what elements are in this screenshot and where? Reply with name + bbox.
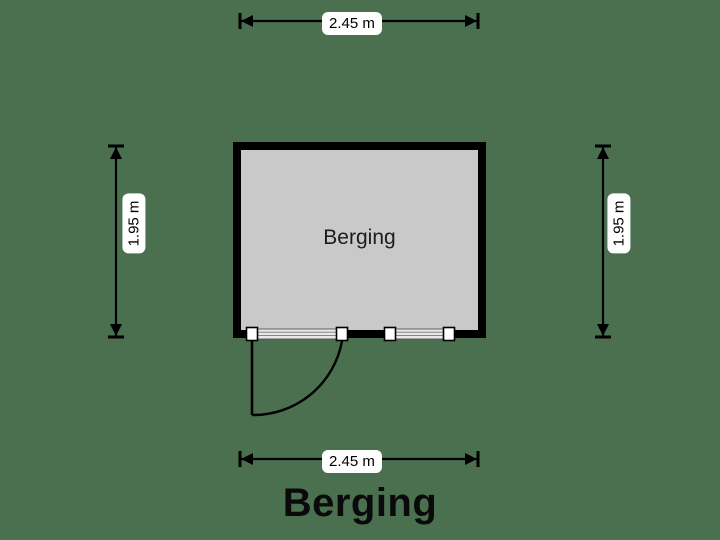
dimension-line-left	[108, 144, 124, 339]
door-bottom-left	[245, 326, 349, 417]
room-label-berging: Berging	[323, 226, 396, 249]
dimension-label-bottom: 2.45 m	[322, 450, 382, 473]
dimension-label-left: 1.95 m	[122, 193, 146, 254]
room-floor-berging	[237, 146, 482, 334]
room-walls-berging	[233, 142, 486, 338]
dimension-label-right: 1.95 m	[607, 193, 631, 254]
page-title: Berging	[282, 481, 438, 525]
window-bottom-right	[383, 326, 456, 342]
dimension-line-right	[595, 144, 611, 339]
dimension-label-top: 2.45 m	[322, 12, 382, 35]
